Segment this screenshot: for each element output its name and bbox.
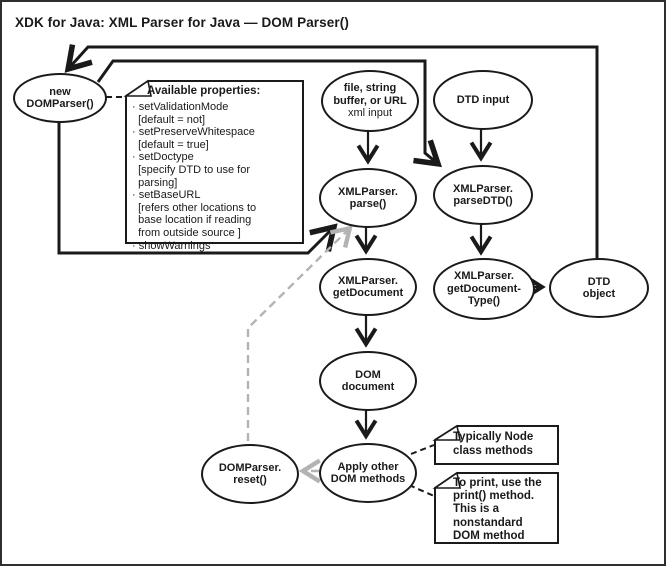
node-parse-label: XMLParser. parse() xyxy=(338,185,398,211)
node-dtd-input-label: DTD input xyxy=(456,93,510,106)
dash-applymethods-to-node-note xyxy=(410,444,435,455)
properties-note-lines: · setValidationMode [default = not] · se… xyxy=(132,101,257,252)
node-apply-methods-label: Apply other DOM methods xyxy=(330,460,406,486)
node-getdocument-label: XMLParser. getDocument xyxy=(332,274,404,300)
node-xml-input-label: file, string buffer, or URL xyxy=(333,82,407,107)
loop-domparser-to-parsedtd-line xyxy=(96,59,443,168)
node-xml-input-sublabel: xml input xyxy=(347,107,393,120)
properties-note-title: Available properties: xyxy=(147,85,261,97)
node-dom-document-label: DOM document xyxy=(341,368,395,394)
dash-applymethods-to-print-note xyxy=(408,484,435,497)
node-apply-methods: Apply other DOM methods xyxy=(319,443,417,503)
node-dtd-object: DTD object xyxy=(549,258,649,318)
node-getdocument: XMLParser. getDocument xyxy=(319,258,417,316)
print-note-text: To print, use the print() method. This i… xyxy=(453,477,542,542)
properties-note-fold xyxy=(123,79,152,97)
node-dtd-object-label: DTD object xyxy=(582,275,616,301)
node-note-text: Typically Node class methods xyxy=(453,431,534,457)
loop-domparser-to-parse-line xyxy=(57,119,338,255)
loop-dtdobject-to-domparser-line xyxy=(64,44,599,258)
node-reset-label: DOMParser. reset() xyxy=(218,461,282,487)
node-note-fold xyxy=(432,424,461,441)
node-getdocumenttype-label: XMLParser. getDocument- Type() xyxy=(447,270,521,308)
node-parse: XMLParser. parse() xyxy=(319,168,417,228)
diagram-title: XDK for Java: XML Parser for Java — DOM … xyxy=(15,15,349,30)
node-new-domparser: new DOMParser() xyxy=(13,73,107,123)
node-getdocumenttype: XMLParser. getDocument- Type() xyxy=(433,258,535,320)
node-parsedtd: XMLParser. parseDTD() xyxy=(433,165,533,225)
node-dtd-input: DTD input xyxy=(433,70,533,130)
node-parsedtd-label: XMLParser. parseDTD() xyxy=(453,182,513,208)
node-dom-document: DOM document xyxy=(319,351,417,411)
gray-arrow-reset-to-parse xyxy=(246,225,353,441)
node-reset: DOMParser. reset() xyxy=(201,444,299,504)
node-xml-input: file, string buffer, or URL xml input xyxy=(321,70,419,132)
node-new-domparser-label: new DOMParser() xyxy=(26,85,94,111)
print-note-fold xyxy=(432,471,461,489)
